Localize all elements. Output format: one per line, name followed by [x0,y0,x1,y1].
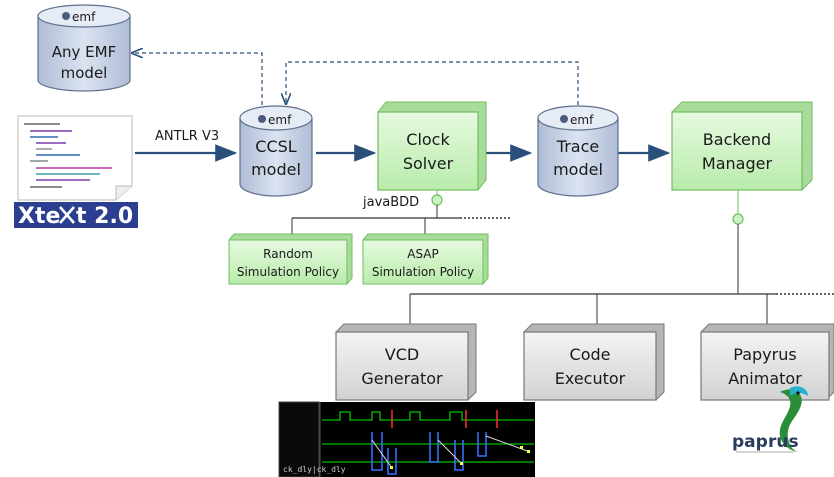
svg-text:Code: Code [570,345,611,364]
interface-lollipop-icon [431,194,443,206]
svg-text:Any EMF: Any EMF [52,43,116,61]
any-emf-model-cylinder: emf Any EMF model [37,4,131,92]
svg-text:model: model [61,64,108,82]
svg-text:Animator: Animator [728,369,802,388]
xtext-document [17,115,133,201]
svg-text:Clock: Clock [406,130,450,149]
svg-text:model: model [251,160,301,179]
xtext-x-icon [59,206,75,224]
dashed-links [132,53,579,112]
trace-model-cylinder: emf Trace model [537,105,619,197]
clock-solver-box: Clock Solver [377,101,487,191]
emf-logo-icon: emf [62,10,96,24]
ccsl-model-cylinder: emf CCSL model [239,105,313,197]
svg-text:Papyrus: Papyrus [733,345,796,364]
emf-logo-icon: emf [258,113,292,127]
emf-logo-icon: emf [560,113,594,127]
svg-text:t 2.0: t 2.0 [76,204,133,229]
javabdd-label: javaBDD [362,195,419,210]
antlr-label: ANTLR V3 [155,129,219,144]
vcd-waveform-thumbnail: ck_dly|ck_dly [278,401,535,477]
xtext-logo: Xte t 2.0 [14,202,138,229]
svg-text:Trace: Trace [556,137,599,156]
svg-text:Generator: Generator [361,369,443,388]
asap-policy-box: ASAP Simulation Policy [362,233,489,285]
svg-text:Solver: Solver [403,154,454,173]
random-policy-box: Random Simulation Policy [228,233,353,285]
svg-text:Backend: Backend [703,130,771,149]
svg-text:ASAP: ASAP [407,247,439,261]
backend-interface [409,190,834,326]
papyrus-animator-box: Papyrus Animator [700,323,834,401]
svg-text:emf: emf [570,113,594,127]
svg-text:rus: rus [768,432,799,452]
svg-text:Executor: Executor [555,369,626,388]
svg-text:pap: pap [732,432,768,452]
svg-text:Random: Random [263,247,313,261]
svg-text:emf: emf [268,113,292,127]
svg-text:emf: emf [72,10,96,24]
papyrus-logo: pap rus [732,386,808,453]
code-executor-box: Code Executor [523,323,665,401]
svg-text:model: model [553,160,603,179]
interface-lollipop-icon [732,213,744,225]
svg-text:Xte: Xte [18,204,60,229]
svg-text:Manager: Manager [702,154,773,173]
svg-text:Simulation Policy: Simulation Policy [372,265,474,279]
solver-interface [291,190,512,238]
vcd-generator-box: VCD Generator [335,323,477,401]
svg-text:ck_dly|ck_dly: ck_dly|ck_dly [283,465,346,474]
backend-manager-box: Backend Manager [671,101,813,191]
papyrus-leaf-icon [779,389,802,452]
svg-text:CCSL: CCSL [255,137,297,156]
svg-text:Simulation Policy: Simulation Policy [237,265,339,279]
svg-text:VCD: VCD [385,345,419,364]
